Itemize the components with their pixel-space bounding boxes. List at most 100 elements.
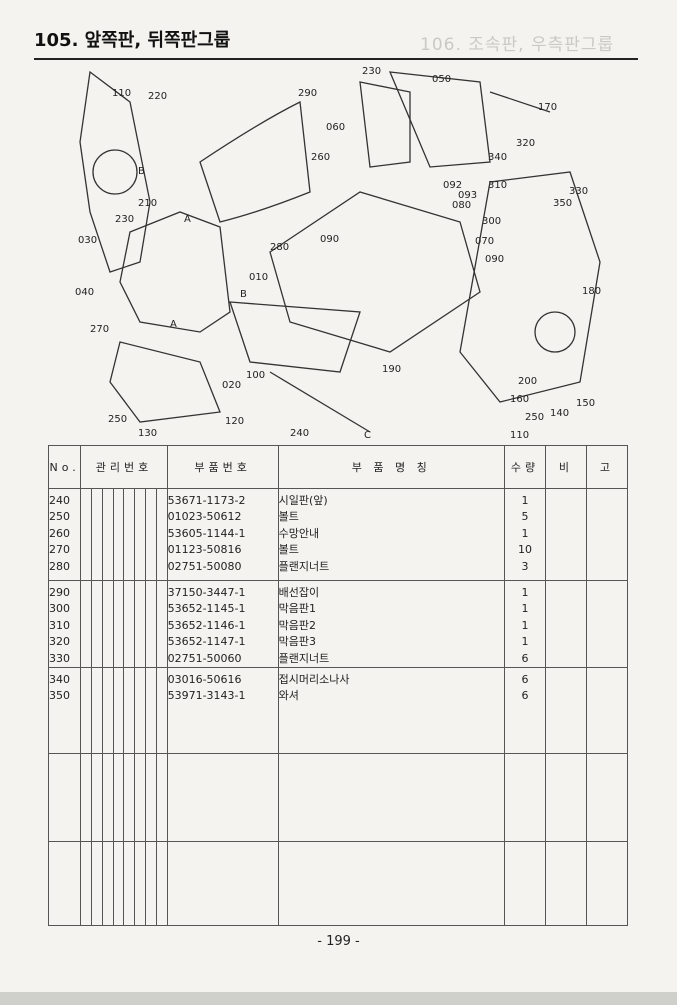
col-no: 340 350: [47, 666, 82, 754]
cell-part-no: 53971-3143-1: [167, 689, 246, 703]
table-row-group-empty: [47, 840, 629, 926]
callout: 330: [569, 186, 588, 197]
cell-name: 접시머리소나사: [278, 672, 350, 686]
callout: 250: [525, 412, 544, 423]
cell-no: 320: [49, 635, 70, 649]
col-name: 시일판(앞) 볼트 수망안내 볼트 플랜지너트: [277, 488, 505, 581]
cell-name: 배선잡이: [278, 586, 320, 599]
cell-qty: 1: [521, 618, 529, 632]
right-hole: [534, 311, 576, 353]
front-frame: [119, 211, 231, 333]
rod: [489, 91, 551, 113]
table-row-group-empty: [47, 752, 629, 842]
center-frame: [269, 191, 481, 353]
cell-no: 350: [49, 689, 70, 703]
col-name: 배선잡이 막음판1 막음판2 막음판3 플랜지너트: [277, 580, 505, 668]
callout: 170: [538, 102, 557, 113]
table-header-row: No. 관리번호 부품번호 부 품 명 칭 수량 비 고: [47, 445, 629, 489]
callout: 130: [138, 428, 157, 439]
callout: 320: [516, 138, 535, 149]
col-part-no: 53671-1173-2 01023-50612 53605-1144-1 01…: [166, 488, 279, 581]
cell-name: 막음판1: [278, 602, 316, 616]
callout: 080: [452, 200, 471, 211]
callout: 220: [148, 91, 167, 102]
table-row-group: 240 250 260 270 280 53671-1173-2 01023-5…: [47, 488, 629, 581]
cell-qty: 6: [521, 672, 529, 686]
page-number: - 199 -: [317, 934, 360, 949]
cell-name: 볼트: [278, 543, 299, 557]
callout: 150: [576, 398, 595, 409]
bleed-through-title: 106. 조속판, 우측판그룹: [420, 35, 615, 55]
callout: 200: [518, 376, 537, 387]
cell-part-no: 02751-50080: [167, 559, 242, 573]
callout: 280: [270, 242, 289, 253]
cell-no: 310: [49, 618, 70, 632]
cell-qty: 1: [521, 635, 529, 649]
rear-plate: [359, 81, 411, 168]
cell-name: 막음판2: [278, 618, 316, 632]
callout: 010: [249, 272, 268, 283]
table-row-group: 290 300 310 320 330 37150-3447-1 53652-1…: [47, 580, 629, 668]
col-qty: 1 1 1 1 6: [503, 580, 546, 668]
col-part-no: 03016-50616 53971-3143-1: [166, 666, 279, 754]
callout: A: [170, 319, 177, 330]
col-part-no: 37150-3447-1 53652-1145-1 53652-1146-1 5…: [166, 580, 279, 668]
col-no: 240 250 260 270 280: [47, 488, 82, 581]
cell-part-no: 53671-1173-2: [167, 494, 246, 507]
cell-part-no: 53652-1147-1: [167, 635, 246, 649]
tray: [229, 301, 361, 373]
header-remark-2: 고: [585, 445, 629, 489]
bottom-plate: [109, 341, 221, 423]
panel-hole: [92, 149, 138, 195]
cell-qty: 10: [517, 543, 532, 557]
cell-no: 250: [49, 510, 70, 524]
parts-table: No. 관리번호 부품번호 부 품 명 칭 수량 비 고 240 250 260…: [47, 445, 629, 926]
callout: 230: [362, 66, 381, 77]
rear-cover: [388, 71, 491, 168]
callout: C: [364, 430, 371, 441]
page-title: 105. 앞쪽판, 뒤쪽판그룹: [34, 30, 231, 51]
cell-no: 280: [49, 559, 70, 573]
callout: 120: [225, 416, 244, 427]
cell-no: 260: [49, 526, 70, 540]
cell-qty: 1: [521, 494, 529, 507]
callout: 030: [78, 235, 97, 246]
cell-name: 와셔: [278, 689, 299, 703]
cell-part-no: 03016-50616: [167, 672, 242, 686]
cell-no: 270: [49, 543, 70, 557]
callout: 040: [75, 287, 94, 298]
col-name: 접시머리소나사 와셔: [277, 666, 505, 754]
callout: 050: [432, 74, 451, 85]
callout: 230: [115, 214, 134, 225]
callout: 160: [510, 394, 529, 405]
callout: B: [138, 166, 145, 177]
callout: 060: [326, 122, 345, 133]
header-remark-1: 비: [544, 445, 587, 489]
cell-no: 340: [49, 672, 70, 686]
scan-edge-band: [0, 992, 677, 1005]
callout: 310: [488, 180, 507, 191]
cell-name: 플랜지너트: [278, 559, 330, 573]
cell-name: 볼트: [278, 510, 299, 524]
col-qty: 1 5 1 10 3: [503, 488, 546, 581]
callout: 270: [90, 324, 109, 335]
callout: 090: [320, 234, 339, 245]
cell-part-no: 37150-3447-1: [167, 586, 246, 599]
cell-no: 300: [49, 602, 70, 616]
callout: 190: [382, 364, 401, 375]
cell-no: 290: [49, 586, 70, 599]
cell-name: 시일판(앞): [278, 494, 328, 507]
cell-name: 수망안내: [278, 526, 320, 540]
callout: 110: [112, 88, 131, 99]
left-side-panel: [79, 70, 151, 273]
cell-qty: 6: [521, 689, 529, 703]
header-part-no: 부품번호: [166, 445, 279, 489]
callout: 093: [458, 190, 477, 201]
cell-part-no: 53652-1145-1: [167, 602, 246, 616]
callout: A: [184, 214, 191, 225]
header-mgmt-no: 관리번호: [80, 445, 168, 489]
header-no: No.: [47, 445, 82, 489]
callout: 300: [482, 216, 501, 227]
seal-strip: [269, 371, 371, 433]
cell-no: 330: [49, 651, 70, 665]
